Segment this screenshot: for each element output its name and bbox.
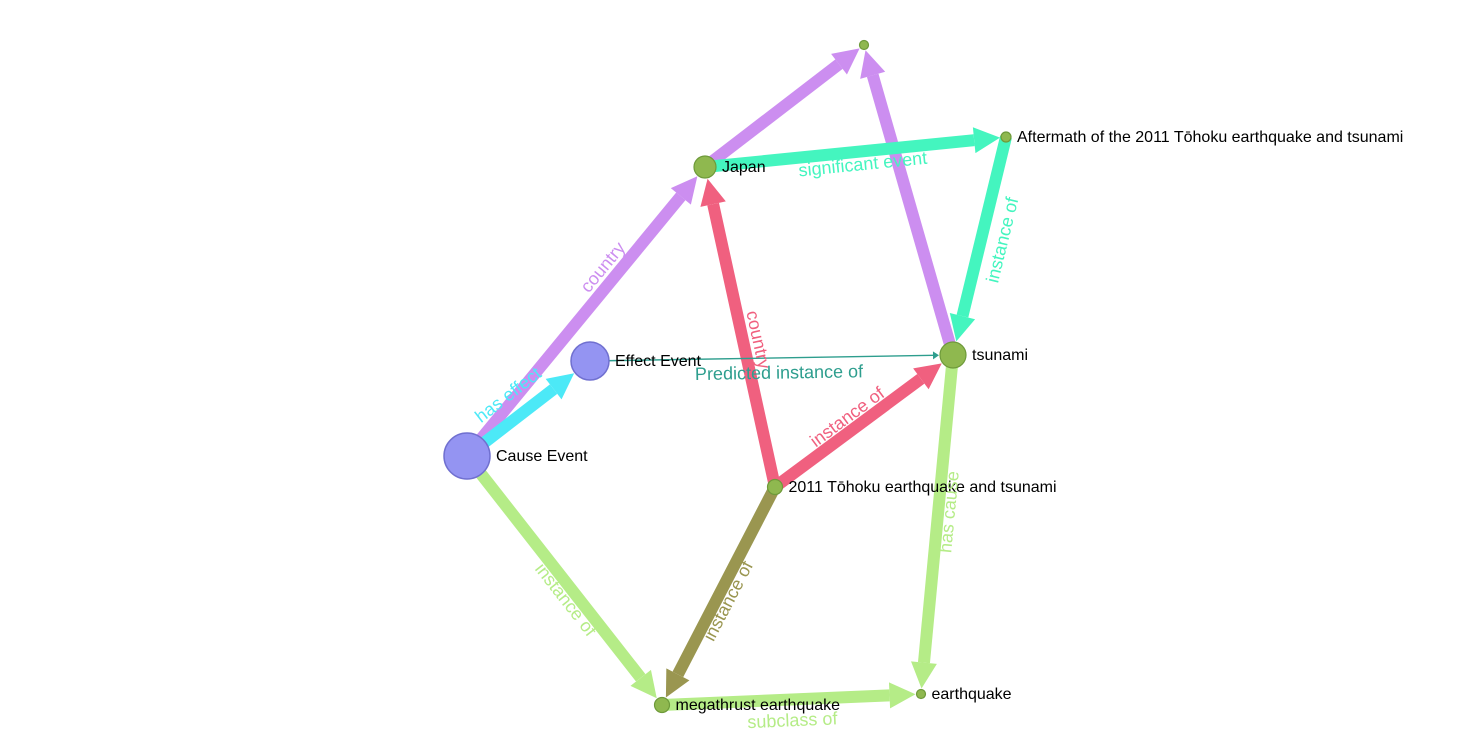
node-circle [570,341,610,381]
edge-label-megathrust-earthquake: subclass of [747,708,839,732]
edge-aftermath-tsunami[interactable] [949,135,1012,342]
edge-arrowhead [700,178,726,207]
node-earthquake[interactable]: earthquake [915,686,1012,703]
edge-tsunami-top[interactable] [860,50,959,357]
edge-shaft [462,452,646,682]
edge-shaft [589,354,934,362]
edge-label-effect-tsunami: Predicted instance of [695,361,864,384]
node-circle [653,696,671,714]
node-circle [939,341,967,369]
node-label: Cause Event [496,448,588,465]
node-circle [1000,131,1012,143]
edge-shaft [956,135,1012,318]
edge-megathrust-earthquake[interactable] [661,682,916,711]
edge-arrowhead [665,668,690,698]
node-label: Effect Event [615,353,702,370]
node-japan[interactable]: Japan [693,155,766,179]
edge-effect-tsunami[interactable] [589,351,940,362]
edge-japan-aftermath[interactable] [704,127,1001,173]
node-label: Japan [722,159,766,176]
node-label: Aftermath of the 2011 Tōhoku earthquake … [1017,129,1403,146]
node-circle [766,478,784,496]
edge-arrowhead [972,127,1001,154]
edge-arrowhead [911,661,937,689]
node-circle [693,155,717,179]
node-tohoku[interactable]: 2011 Tōhoku earthquake and tsunami [766,478,1057,496]
edge-shaft [866,73,959,357]
edge-label-cause-megathrust: instance of [531,559,601,641]
edge-tohoku-megathrust[interactable] [665,484,781,698]
node-label: tsunami [972,347,1028,364]
node-tsunami[interactable]: tsunami [939,341,1028,369]
edge-shaft [661,689,890,711]
edge-arrowhead [913,363,942,390]
edge-arrowhead [670,176,698,205]
edge-arrowhead [831,48,860,75]
node-cause[interactable]: Cause Event [443,432,588,480]
node-megathrust[interactable]: megathrust earthquake [653,696,841,714]
edge-shaft [462,192,686,460]
edge-shaft [704,134,975,173]
edge-arrowhead [860,50,886,79]
edge-arrowhead [932,351,940,360]
edge-tohoku-tsunami[interactable] [771,363,942,492]
edge-japan-top[interactable] [701,48,860,172]
edge-cause-megathrust[interactable] [462,452,657,699]
node-circle [915,688,927,700]
edge-arrowhead [888,682,916,709]
node-circle [443,432,491,480]
edge-arrowhead [545,373,575,400]
node-label: 2011 Tōhoku earthquake and tsunami [789,479,1057,496]
node-circle [858,39,870,51]
node-label: earthquake [932,686,1012,703]
node-top[interactable] [858,39,870,51]
edges-layer [462,48,1012,711]
node-aftermath[interactable]: Aftermath of the 2011 Tōhoku earthquake … [1000,129,1403,146]
edge-shaft [672,484,781,678]
edge-tsunami-earthquake[interactable] [911,354,959,689]
edge-shaft [917,354,959,664]
edge-shaft [701,59,843,172]
nodes-layer: Japan Aftermath of the 2011 Tōhoku earthq… [443,39,1403,714]
edge-shaft [771,374,925,492]
edge-arrowhead [949,313,976,342]
node-label: megathrust earthquake [676,697,841,714]
edge-arrowhead [630,669,657,699]
edge-shaft [707,202,781,489]
edge-tohoku-japan[interactable] [700,178,781,489]
edge-cause-japan[interactable] [462,176,698,460]
node-effect[interactable]: Effect Event [570,341,702,381]
